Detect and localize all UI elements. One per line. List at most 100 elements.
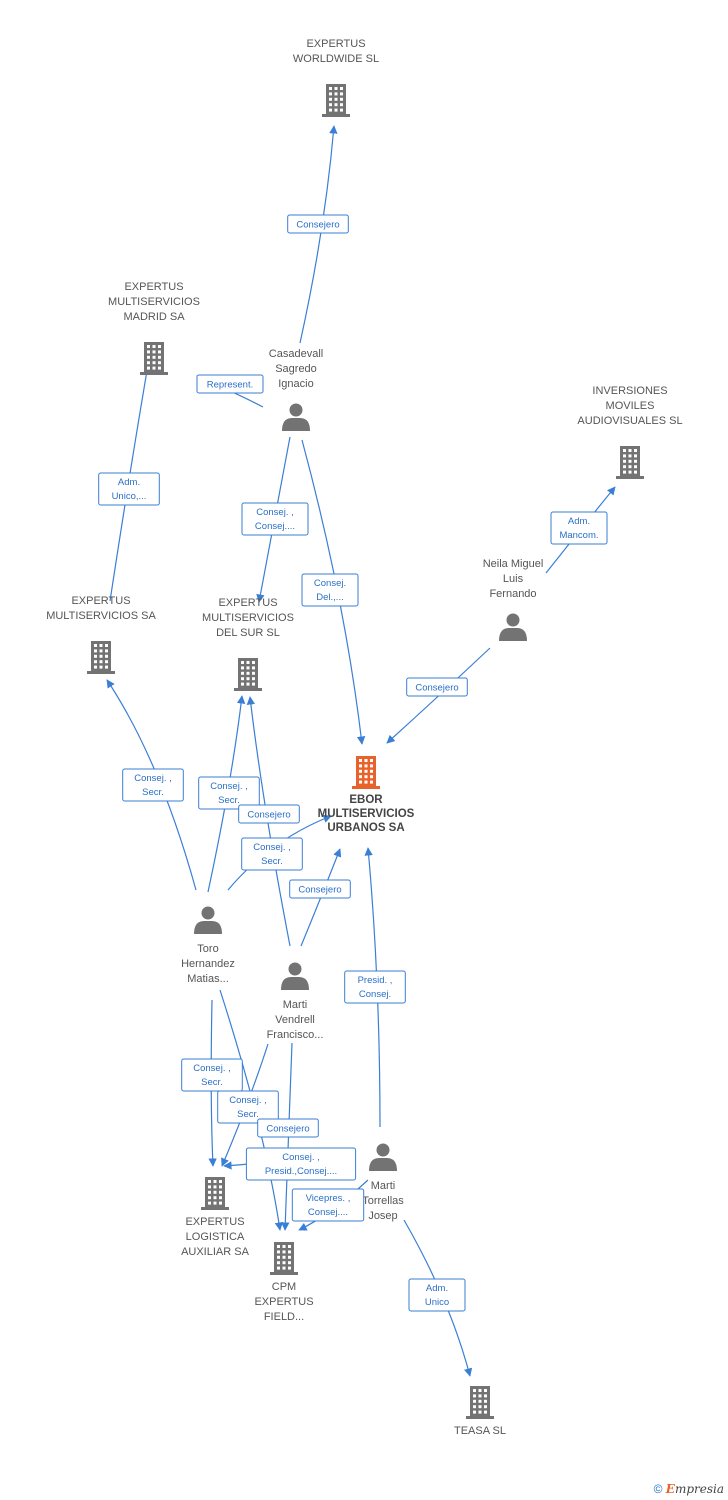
building-icon[interactable] bbox=[87, 641, 115, 674]
edge-vendrell-to-ebor bbox=[300, 848, 342, 947]
edge-label-e6[interactable]: Consejero bbox=[406, 677, 468, 697]
node-label-teasa: TEASA SL bbox=[454, 1425, 506, 1437]
edge-label-e8[interactable]: Consej. ,Secr. bbox=[122, 768, 184, 802]
node-label-inversiones: MOVILES bbox=[606, 400, 655, 412]
building-window bbox=[329, 97, 332, 101]
building-window bbox=[634, 454, 637, 458]
building-window bbox=[99, 654, 103, 658]
building-window bbox=[105, 644, 108, 647]
edge-label-box bbox=[241, 502, 309, 536]
building-base bbox=[466, 1416, 494, 1419]
building-window bbox=[623, 459, 626, 463]
building-icon[interactable] bbox=[270, 1242, 298, 1275]
person-icon[interactable] bbox=[282, 403, 310, 432]
building-window bbox=[478, 1410, 482, 1414]
edge-vendrell-to-cpm bbox=[281, 1042, 293, 1231]
building-window bbox=[246, 682, 250, 686]
edge-label-e15[interactable]: Consej. ,Secr. bbox=[217, 1090, 279, 1124]
person-icon[interactable] bbox=[369, 1143, 397, 1172]
edge-label-text: Mancom. bbox=[559, 530, 598, 541]
edge-label-box bbox=[181, 1058, 243, 1092]
node-label-inversiones: AUDIOVISUALES SL bbox=[577, 415, 682, 427]
building-window bbox=[473, 1389, 476, 1392]
edge-label-box bbox=[301, 573, 359, 607]
building-window bbox=[208, 1190, 211, 1194]
building-window bbox=[484, 1389, 487, 1392]
edge-label-e5[interactable]: Adm.Mancom. bbox=[550, 511, 608, 545]
edge-label-text: Consej. , bbox=[256, 507, 294, 518]
building-window bbox=[252, 677, 255, 681]
edge-label-e14[interactable]: Consej. ,Secr. bbox=[181, 1058, 243, 1092]
edge-label-e16[interactable]: Consejero bbox=[257, 1118, 319, 1138]
building-window bbox=[340, 108, 343, 112]
building-window bbox=[340, 87, 343, 90]
building-window bbox=[334, 97, 338, 101]
building-icon[interactable] bbox=[322, 84, 350, 117]
edge-label-e2[interactable]: Represent. bbox=[196, 374, 264, 394]
building-base bbox=[234, 688, 262, 691]
edge-label-e12[interactable]: Consejero bbox=[289, 879, 351, 899]
edge-label-e13[interactable]: Presid. ,Consej. bbox=[344, 970, 406, 1004]
building-window bbox=[334, 92, 338, 96]
node-label-cpm: EXPERTUS bbox=[254, 1296, 313, 1308]
footer-brand[interactable]: © Empresia bbox=[654, 1482, 724, 1496]
edge-label-e11[interactable]: Consej. ,Secr. bbox=[241, 837, 303, 871]
edge-label-e9[interactable]: Consej. ,Secr. bbox=[198, 776, 260, 810]
building-icon[interactable] bbox=[466, 1386, 494, 1419]
edge-label-e1[interactable]: Consejero bbox=[287, 214, 349, 234]
building-icon[interactable] bbox=[352, 756, 380, 789]
node-label-ebor: MULTISERVICIOS bbox=[318, 808, 415, 820]
person-icon[interactable] bbox=[281, 962, 309, 991]
building-base bbox=[352, 786, 380, 789]
edge-label-box bbox=[287, 214, 349, 234]
brand-logo: Empresia bbox=[665, 1482, 724, 1496]
building-window bbox=[105, 649, 108, 653]
node-label-casadevall: Ignacio bbox=[278, 378, 313, 390]
building-window bbox=[359, 769, 362, 773]
edge-label-text: Presid. , bbox=[358, 975, 393, 986]
edge-label-e19[interactable]: Adm.Unico bbox=[408, 1278, 466, 1312]
edge-label-e4[interactable]: Consej.Del.,... bbox=[301, 573, 359, 607]
edge-label-box bbox=[198, 776, 260, 810]
edge-label-e17[interactable]: Consej. ,Presid.,Consej.... bbox=[245, 1147, 357, 1181]
building-icon[interactable] bbox=[140, 342, 168, 375]
building-window bbox=[147, 361, 150, 365]
building-window bbox=[478, 1389, 482, 1392]
node-label-multiservicios: MULTISERVICIOS SA bbox=[46, 610, 156, 622]
edge-label-text: Consejero bbox=[415, 683, 458, 694]
building-window bbox=[277, 1261, 280, 1265]
building-window bbox=[288, 1255, 291, 1259]
building-window bbox=[334, 87, 338, 90]
edge-label-box bbox=[238, 804, 300, 824]
building-icon[interactable] bbox=[234, 658, 262, 691]
building-window bbox=[478, 1405, 482, 1409]
building-window bbox=[473, 1394, 476, 1398]
node-label-ebor: EBOR bbox=[349, 794, 383, 806]
building-window bbox=[359, 759, 362, 762]
edge-label-e10[interactable]: Consejero bbox=[238, 804, 300, 824]
edge-label-text: Secr. bbox=[142, 787, 164, 798]
building-window bbox=[329, 87, 332, 90]
person-icon[interactable] bbox=[194, 906, 222, 935]
person-icon[interactable] bbox=[499, 613, 527, 642]
node-label-logistica: AUXILIAR SA bbox=[181, 1246, 250, 1258]
building-window bbox=[219, 1180, 222, 1183]
edge-label-text: Adm. bbox=[426, 1283, 448, 1294]
building-base bbox=[140, 372, 168, 375]
edge-label-e18[interactable]: Vicepres. ,Consej.... bbox=[291, 1188, 365, 1222]
node-label-logistica: LOGISTICA bbox=[186, 1231, 245, 1243]
building-window bbox=[152, 355, 156, 359]
building-window bbox=[241, 677, 244, 681]
building-icon[interactable] bbox=[201, 1177, 229, 1210]
building-window bbox=[277, 1255, 280, 1259]
building-icon[interactable] bbox=[616, 446, 644, 479]
building-window bbox=[282, 1245, 286, 1248]
edge-label-text: Vicepres. , bbox=[306, 1193, 351, 1204]
edge-label-text: Consej. , bbox=[229, 1095, 267, 1106]
person-body bbox=[369, 1158, 397, 1171]
edge-label-e3[interactable]: Consej. ,Consej.... bbox=[241, 502, 309, 536]
building-window bbox=[282, 1250, 286, 1254]
edge-label-box bbox=[122, 768, 184, 802]
building-window bbox=[288, 1250, 291, 1254]
edge-label-e7[interactable]: Adm.Unico,... bbox=[98, 472, 160, 506]
